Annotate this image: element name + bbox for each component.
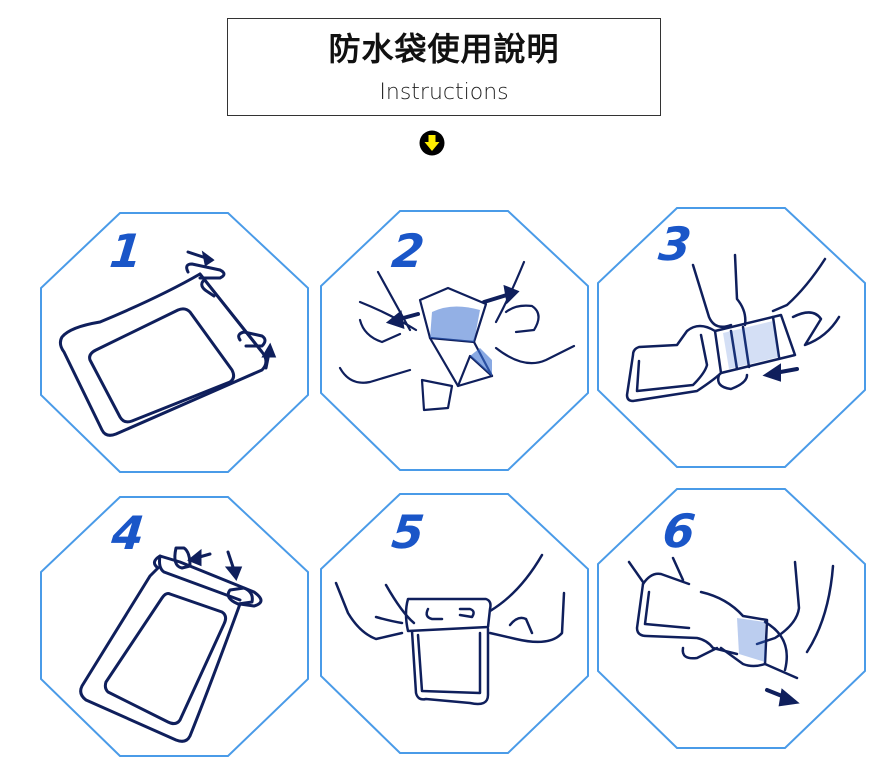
remove-phone-illustration-icon [627, 556, 835, 680]
arrow-icon [385, 284, 520, 329]
octagon-frame [40, 496, 309, 757]
octagon-frame [597, 488, 866, 749]
step-number: 2 [389, 224, 427, 278]
step-panel-5: 5 [320, 493, 590, 755]
step-number: 4 [109, 506, 147, 560]
down-arrow-circle-icon [419, 130, 445, 156]
step-panel-1: 1 [40, 212, 310, 474]
pouch-closed-illustration-icon [79, 546, 263, 743]
title-english: Instructions [379, 80, 509, 105]
hands-lock-illustration-icon [334, 553, 566, 706]
insert-phone-illustration-icon [625, 253, 841, 403]
octagon-frame [320, 493, 589, 754]
octagon-frame [40, 212, 309, 473]
arrow-icon [762, 363, 799, 382]
step-number: 3 [656, 217, 694, 271]
octagon-frame [597, 207, 866, 468]
title-box: 防水袋使用說明 Instructions [227, 18, 661, 116]
title-chinese: 防水袋使用說明 [328, 30, 560, 68]
step-panel-2: 2 [320, 210, 590, 472]
step-panel-3: 3 [597, 207, 867, 469]
arrow-icon [186, 250, 277, 370]
step-number: 1 [107, 224, 145, 278]
step-panel-6: 6 [597, 488, 867, 750]
arrow-icon [187, 548, 243, 581]
step-number: 6 [660, 504, 698, 558]
arrow-icon [765, 688, 800, 707]
pouch-illustration-icon [58, 262, 268, 437]
octagon-frame [320, 210, 589, 471]
step-panel-4: 4 [40, 496, 310, 758]
step-number: 5 [389, 505, 427, 559]
